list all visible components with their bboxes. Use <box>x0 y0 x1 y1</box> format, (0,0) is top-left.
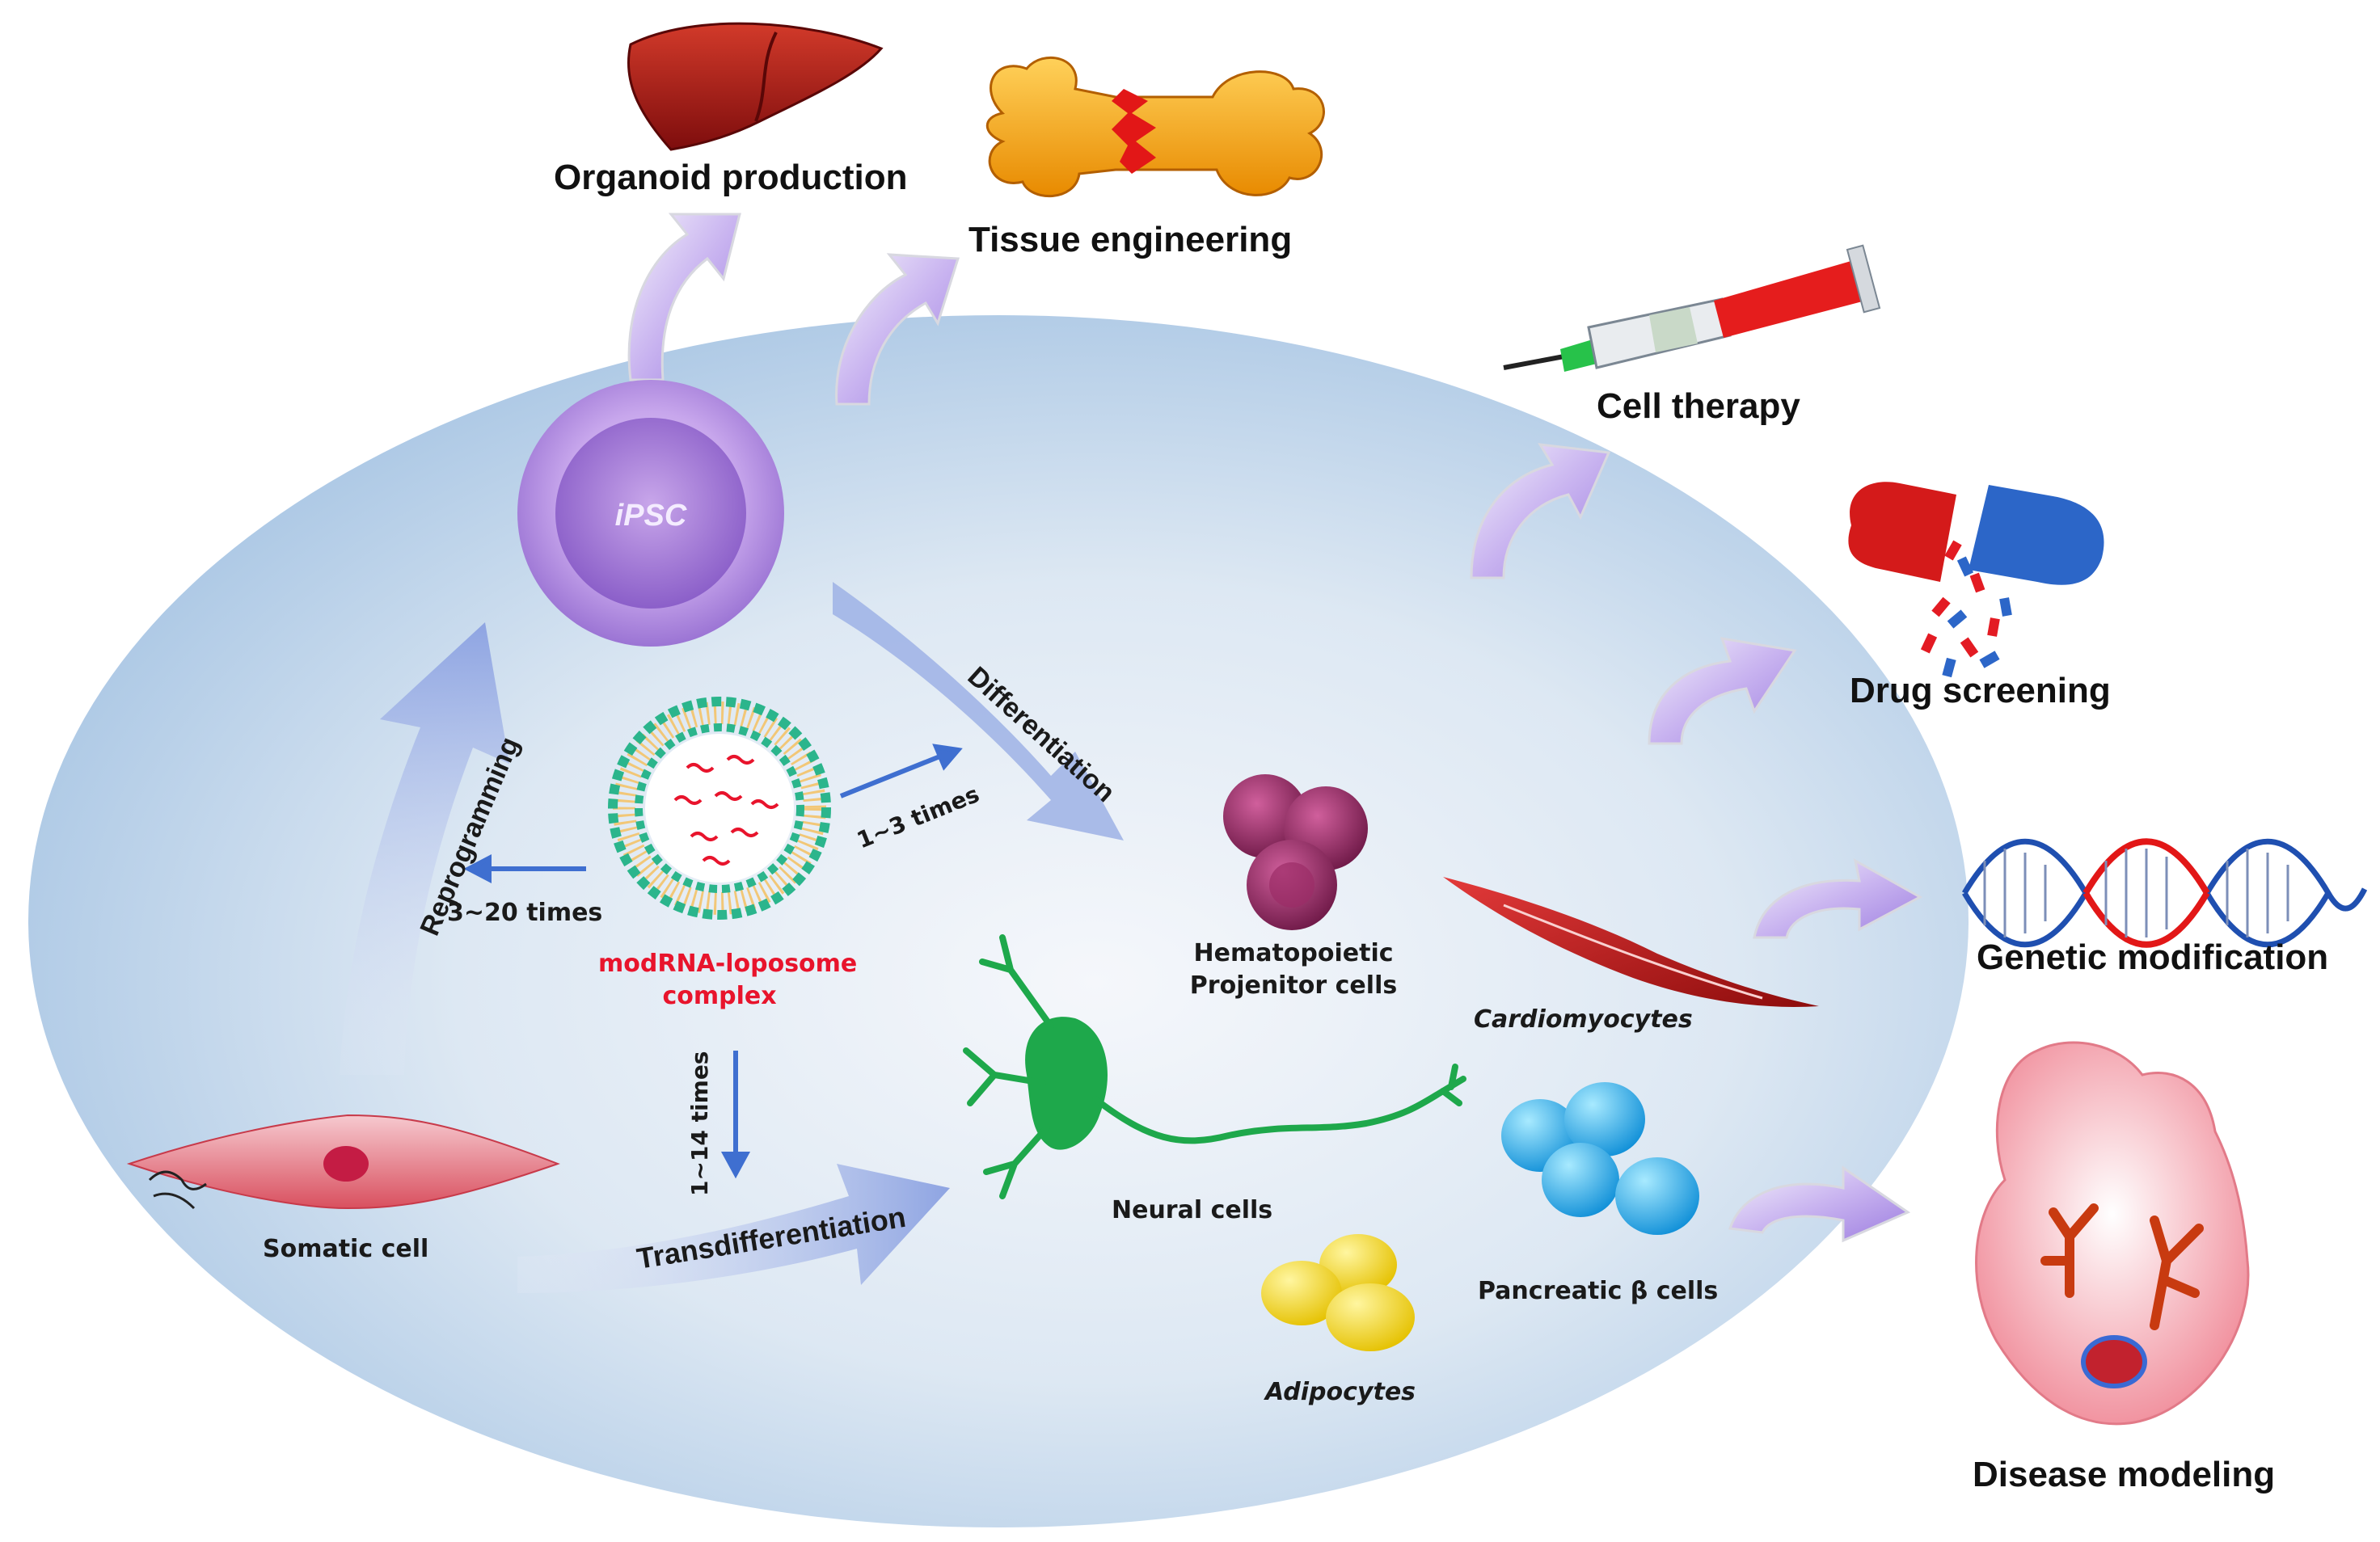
dose-arrow-right <box>839 744 963 798</box>
cell-environment-ellipse <box>28 315 1969 1527</box>
neuron-icon <box>963 934 1466 1199</box>
drug-screening-label: Drug screening <box>1850 671 2111 710</box>
arrow-to-drug <box>1648 637 1797 745</box>
dose-down-label: 1~14 times <box>686 1051 713 1196</box>
arrow-to-genetic <box>1753 858 1923 939</box>
neural-cells-label: Neural cells <box>1112 1196 1273 1224</box>
transdifferentiation-arrow <box>517 1164 950 1293</box>
cardiomyocytes-label: Cardiomyocytes <box>1474 1005 1693 1034</box>
differentiation-arrow <box>833 582 1124 841</box>
somatic-cell-icon <box>126 1114 560 1210</box>
cardiomyocyte-icon <box>1443 877 1819 1007</box>
organoid-production-label: Organoid production <box>554 158 908 197</box>
dose-arrow-down <box>720 1051 751 1179</box>
adipocytes-label: Adipocytes <box>1265 1378 1416 1406</box>
arrow-to-cell-therapy <box>1470 443 1611 579</box>
capsule-icon <box>1848 482 2104 678</box>
pancreatic-cells-icon <box>1501 1082 1699 1235</box>
cell-therapy-label: Cell therapy <box>1597 386 1800 426</box>
dose-arrow-left <box>463 854 586 883</box>
tissue-engineering-label: Tissue engineering <box>968 220 1293 259</box>
somatic-cell-label: Somatic cell <box>263 1235 429 1263</box>
genetic-modification-label: Genetic modification <box>1977 937 2329 977</box>
arrow-to-tissue <box>835 253 960 406</box>
syringe-icon <box>1503 244 1881 372</box>
pancreatic-cells-label: Pancreatic β cells <box>1478 1277 1719 1305</box>
complex-label-line2: complex <box>662 982 777 1010</box>
adipocytes-icon <box>1261 1234 1415 1351</box>
hematopoietic-label-line2: Projenitor cells <box>1189 971 1398 1000</box>
heart-icon <box>1975 1041 2250 1426</box>
arrow-to-disease <box>1728 1165 1911 1243</box>
liver-icon <box>627 22 884 151</box>
liposome-icon <box>608 697 831 920</box>
reprogramming-arrow <box>340 622 509 1075</box>
disease-modeling-label: Disease modeling <box>1973 1455 2276 1494</box>
ipsc-label: iPSC <box>615 499 687 533</box>
dose-left-label: 3~20 times <box>447 899 603 927</box>
complex-label-line1: modRNA-loposome <box>598 950 858 978</box>
dna-icon <box>1961 838 2368 948</box>
hematopoietic-label-line1: Hematopoietic <box>1193 939 1394 967</box>
hematopoietic-cells-icon <box>1223 774 1368 930</box>
arrow-to-organoid <box>627 213 741 381</box>
bone-icon <box>985 56 1325 198</box>
ipsc-cell <box>517 380 784 647</box>
